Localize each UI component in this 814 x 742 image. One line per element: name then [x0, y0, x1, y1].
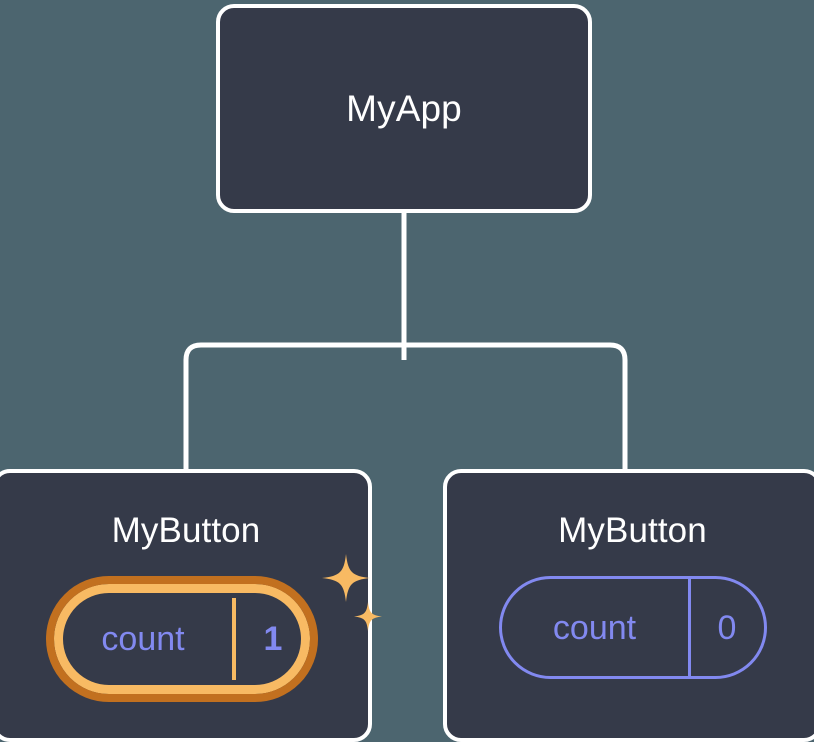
sparkles-group [322, 554, 382, 631]
state-pill-highlighted[interactable]: count 1 [46, 576, 318, 702]
node-root-label: MyApp [346, 88, 462, 129]
state-pill-plain[interactable]: count 0 [498, 576, 767, 679]
state-key-left: count [54, 598, 236, 680]
sparkle-large-icon [322, 554, 370, 602]
state-pill-wrapper-left: count 1 [46, 554, 382, 702]
node-child-left-label: MyButton [111, 511, 261, 550]
node-child-mybutton-right[interactable]: MyButton count 0 [443, 469, 814, 742]
node-child-mybutton-left[interactable]: MyButton count 1 [0, 469, 382, 742]
state-pill-wrapper-right: count 0 [498, 576, 767, 679]
state-key-right: count [502, 579, 691, 676]
node-child-right-label: MyButton [558, 511, 707, 550]
sparkle-small-icon [354, 602, 382, 631]
connector-branch-bar [183, 342, 628, 469]
state-value-right: 0 [717, 608, 737, 647]
node-root-myapp[interactable]: MyApp [216, 4, 592, 213]
state-value-left: 1 [263, 620, 283, 658]
